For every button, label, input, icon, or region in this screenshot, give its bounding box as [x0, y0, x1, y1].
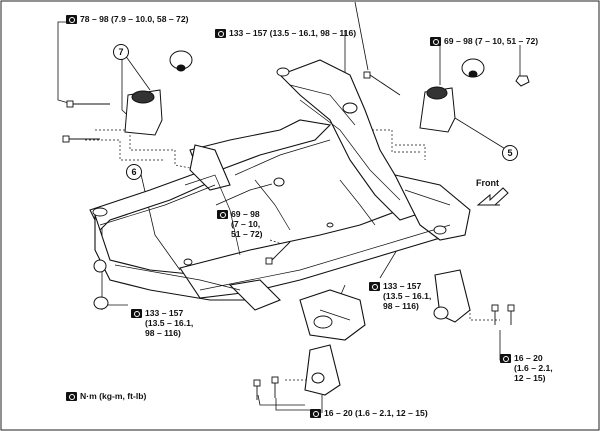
- torque-value: (7 – 10,: [231, 219, 261, 229]
- torque-label-center-right: 133 – 157 (13.5 – 16.1, 98 – 116): [369, 281, 431, 311]
- subframe-detail: [99, 84, 451, 321]
- torque-value: 16 – 20: [514, 353, 543, 363]
- torque-wrench-icon: [310, 408, 321, 418]
- bolts: [62, 71, 515, 400]
- torque-value: (1.6 – 2.1,: [514, 363, 553, 373]
- torque-label-top-right: 69 – 98 (7 – 10, 51 – 72): [430, 36, 538, 46]
- torque-label-bottom: 16 – 20 (1.6 – 2.1, 12 – 15): [310, 408, 428, 418]
- torque-value: (13.5 – 16.1,: [145, 318, 194, 328]
- torque-value: 69 – 98 (7 – 10, 51 – 72): [444, 36, 539, 46]
- torque-label-lower-left: 133 – 157 (13.5 – 16.1, 98 – 116): [131, 308, 193, 338]
- mount-holes: [92, 67, 447, 329]
- torque-label-center-left: 69 – 98 (7 – 10, 51 – 72): [217, 209, 263, 239]
- torque-value: 69 – 98: [231, 209, 260, 219]
- torque-wrench-icon: [215, 28, 226, 38]
- torque-value: 51 – 72): [231, 229, 263, 239]
- torque-value: 16 – 20 (1.6 – 2.1, 12 – 15): [324, 408, 428, 418]
- callout-6: 6: [126, 164, 142, 180]
- torque-value: 98 – 116): [383, 301, 419, 311]
- insulators: [93, 50, 530, 384]
- torque-label-lower-right: 16 – 20 (1.6 – 2.1, 12 – 15): [500, 353, 553, 383]
- subframe-body: [89, 59, 471, 396]
- torque-value: 133 – 157: [383, 281, 422, 291]
- torque-wrench-icon: [430, 36, 441, 46]
- torque-wrench-icon: [217, 209, 228, 219]
- units-legend-text: N·m (kg-m, ft-lb): [80, 391, 147, 401]
- torque-value: 78 – 98 (7.9 – 10.0, 58 – 72): [80, 14, 189, 24]
- torque-value: 98 – 116): [145, 328, 181, 338]
- torque-wrench-icon: [66, 391, 77, 401]
- torque-wrench-icon: [66, 14, 77, 24]
- torque-value: (13.5 – 16.1,: [383, 291, 432, 301]
- torque-label-top-center: 133 – 157 (13.5 – 16.1, 98 – 116): [215, 28, 356, 38]
- units-legend: N·m (kg-m, ft-lb): [66, 391, 146, 401]
- front-label: Front: [476, 178, 499, 188]
- torque-label-top-left: 78 – 98 (7.9 – 10.0, 58 – 72): [66, 14, 188, 24]
- front-direction-arrow-icon: [476, 187, 509, 206]
- torque-wrench-icon: [131, 308, 142, 318]
- torque-wrench-icon: [369, 281, 380, 291]
- torque-value: 133 – 157 (13.5 – 16.1, 98 – 116): [229, 28, 357, 38]
- torque-value: 12 – 15): [514, 373, 546, 383]
- callout-5: 5: [502, 145, 518, 161]
- callout-7: 7: [113, 44, 129, 60]
- torque-value: 133 – 157: [145, 308, 184, 318]
- torque-wrench-icon: [500, 353, 511, 363]
